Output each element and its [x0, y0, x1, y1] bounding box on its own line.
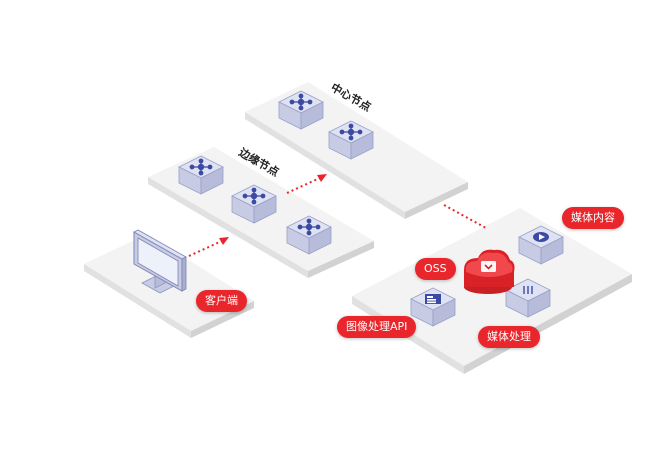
list-icon: [523, 286, 533, 294]
media-content-label: 媒体内容: [562, 207, 624, 229]
media-processing-label: 媒体处理: [478, 326, 540, 348]
connector-edge-to-center: [286, 174, 327, 194]
connector-client-to-edge: [188, 237, 229, 257]
image-api-box: [410, 287, 456, 327]
media-content-box: [518, 225, 564, 265]
connector-center-to-processing: [443, 204, 487, 229]
image-api-label: 图像处理API: [337, 316, 417, 338]
oss-label: OSS: [415, 258, 456, 280]
monitor-icon: [133, 229, 187, 294]
document-icon: [425, 294, 441, 304]
arrow-icon: [219, 237, 229, 245]
cloud-download-icon: [481, 261, 496, 272]
client-label: 客户端: [196, 290, 247, 312]
play-icon: [533, 232, 549, 242]
oss-storage: [464, 249, 515, 294]
media-processing-box: [505, 278, 551, 318]
arrow-icon: [317, 174, 327, 182]
